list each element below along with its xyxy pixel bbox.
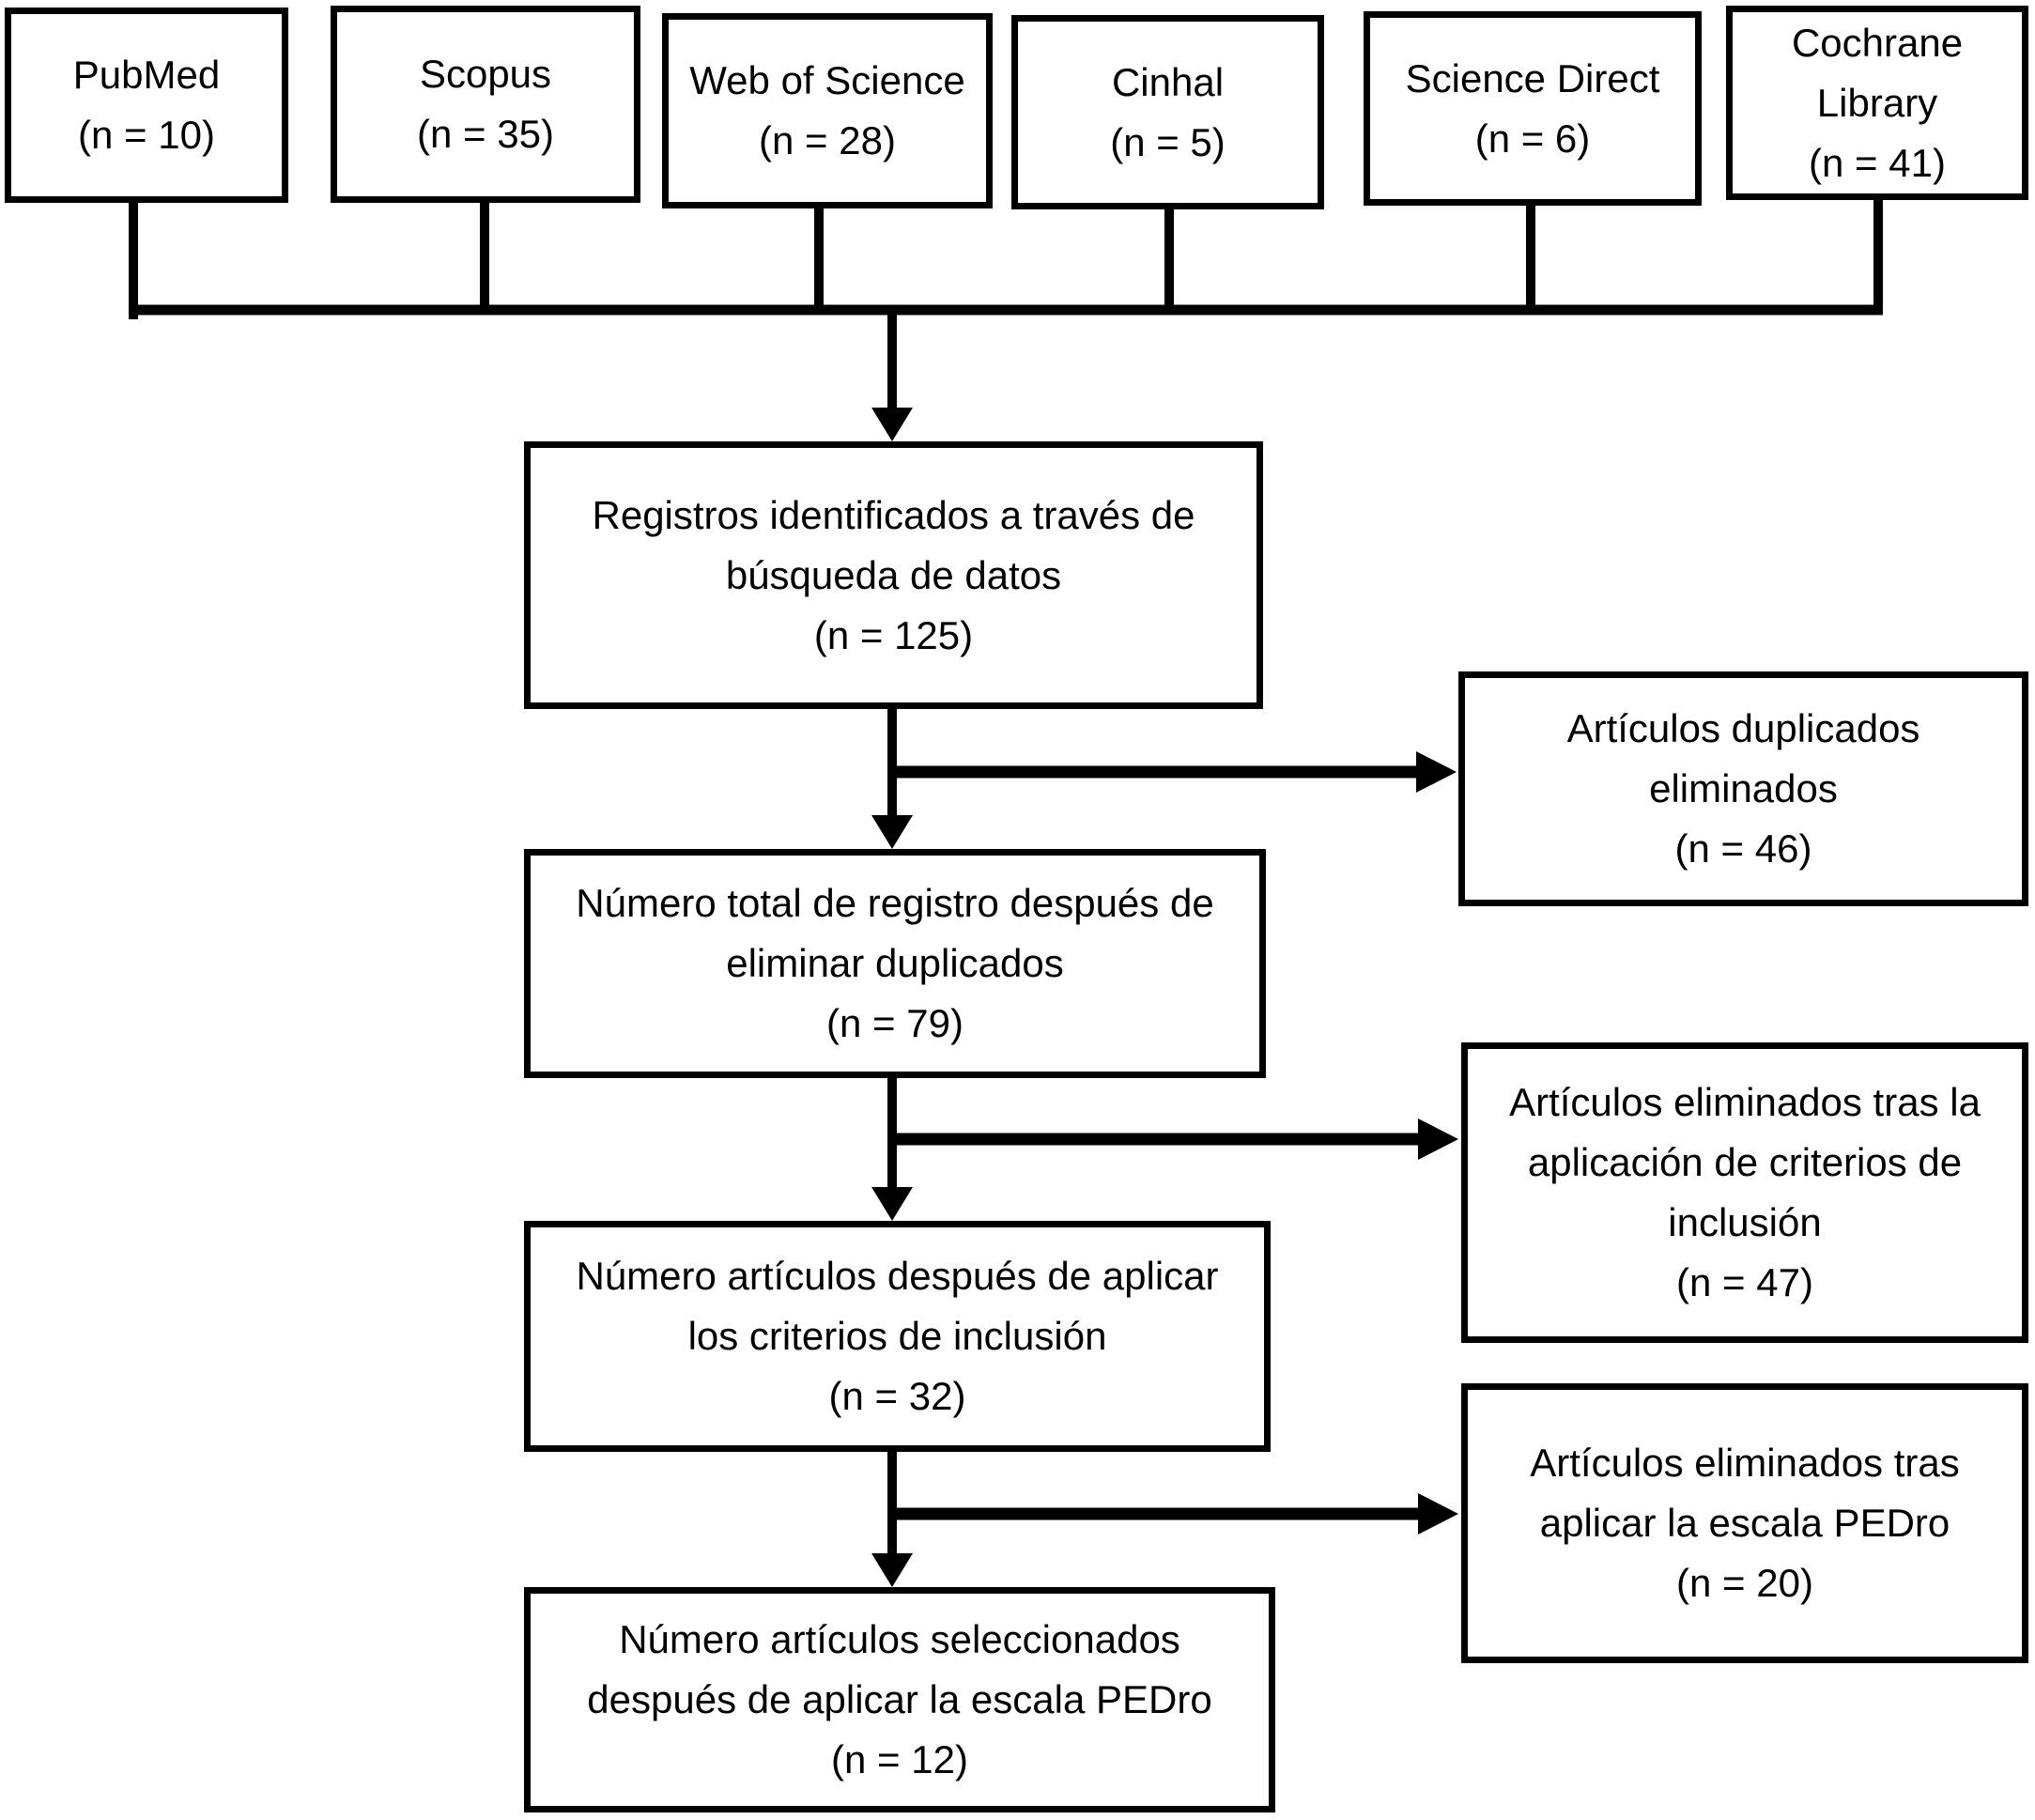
source-count: (n = 5): [1110, 119, 1226, 164]
box-text-line: eliminar duplicados: [726, 941, 1064, 985]
box-text-line: aplicación de criterios de: [1527, 1140, 1963, 1184]
source-count: (n = 28): [759, 118, 896, 162]
box-text-line: Número artículos seleccionados: [619, 1617, 1180, 1661]
branch3-right-arrowhead: [1418, 1493, 1458, 1535]
source-name: PubMed: [72, 53, 221, 97]
side-box-excluded-criteria: Artículos eliminados tras la aplicación …: [1461, 1042, 2028, 1343]
box-after-duplicates: Número total de registro después de elim…: [524, 849, 1266, 1078]
source-name: Cinhal: [1111, 59, 1225, 104]
box-count: (n = 47): [1676, 1260, 1813, 1304]
box-count: (n = 20): [1676, 1561, 1813, 1605]
side-box-excluded-pedro: Artículos eliminados tras aplicar la esc…: [1461, 1383, 2028, 1663]
box-text-line: Artículos duplicados: [1566, 706, 1920, 750]
source-box-pubmed: PubMed (n = 10): [5, 8, 288, 203]
box-text-line: inclusión: [1668, 1200, 1822, 1244]
source-box-web-of-science: Web of Science (n = 28): [662, 13, 993, 208]
source-box-scopus: Scopus (n = 35): [331, 6, 640, 203]
box-text-line: Registros identificados a través de: [592, 492, 1195, 537]
source-name: Web of Science: [689, 58, 965, 102]
box-selected-pedro: Número artículos seleccionados después d…: [524, 1587, 1275, 1812]
box-text-line: después de aplicar la escala PEDro: [587, 1677, 1212, 1721]
box-count: (n = 12): [831, 1737, 968, 1781]
branch2-right-arrowhead: [1418, 1118, 1458, 1160]
box-count: (n = 46): [1674, 826, 1812, 871]
box-text-line: Artículos eliminados tras la: [1509, 1080, 1981, 1124]
source-box-cochrane-library: Cochrane Library (n = 41): [1726, 6, 2028, 200]
source-name: Cochrane Library: [1791, 20, 1964, 125]
box-text-line: aplicar la escala PEDro: [1539, 1501, 1950, 1545]
branch1-right-arrowhead: [1416, 751, 1457, 793]
branch3-down-arrowhead: [871, 1553, 913, 1587]
box-count: (n = 32): [828, 1374, 966, 1418]
source-count: (n = 41): [1809, 140, 1946, 185]
box-after-inclusion-criteria: Número artículos después de aplicar los …: [524, 1221, 1271, 1452]
source-box-sciencedirect: Science Direct (n = 6): [1364, 11, 1702, 206]
box-records-identified: Registros identificados a través de búsq…: [524, 441, 1263, 709]
box-text-line: los criterios de inclusión: [687, 1314, 1107, 1358]
box-text-line: eliminados: [1649, 766, 1838, 810]
branch2-down-arrowhead: [871, 1187, 913, 1221]
source-box-cinhal: Cinhal (n = 5): [1011, 15, 1324, 209]
box-count: (n = 79): [826, 1001, 964, 1045]
box-count: (n = 125): [813, 612, 974, 657]
source-count: (n = 6): [1474, 116, 1591, 161]
arrow-identified-head: [871, 408, 913, 441]
side-box-duplicates-removed: Artículos duplicados eliminados (n = 46): [1458, 671, 2028, 906]
branch1-down-arrowhead: [871, 815, 913, 849]
source-count: (n = 35): [417, 112, 554, 156]
source-count: (n = 10): [78, 113, 215, 157]
box-text-line: Artículos eliminados tras: [1530, 1441, 1960, 1485]
source-name: Science Direct: [1405, 55, 1660, 100]
box-text-line: búsqueda de datos: [725, 552, 1062, 597]
box-text-line: Número total de registro después de: [576, 881, 1214, 925]
box-text-line: Número artículos después de aplicar: [576, 1254, 1219, 1298]
source-name: Scopus: [419, 52, 552, 96]
